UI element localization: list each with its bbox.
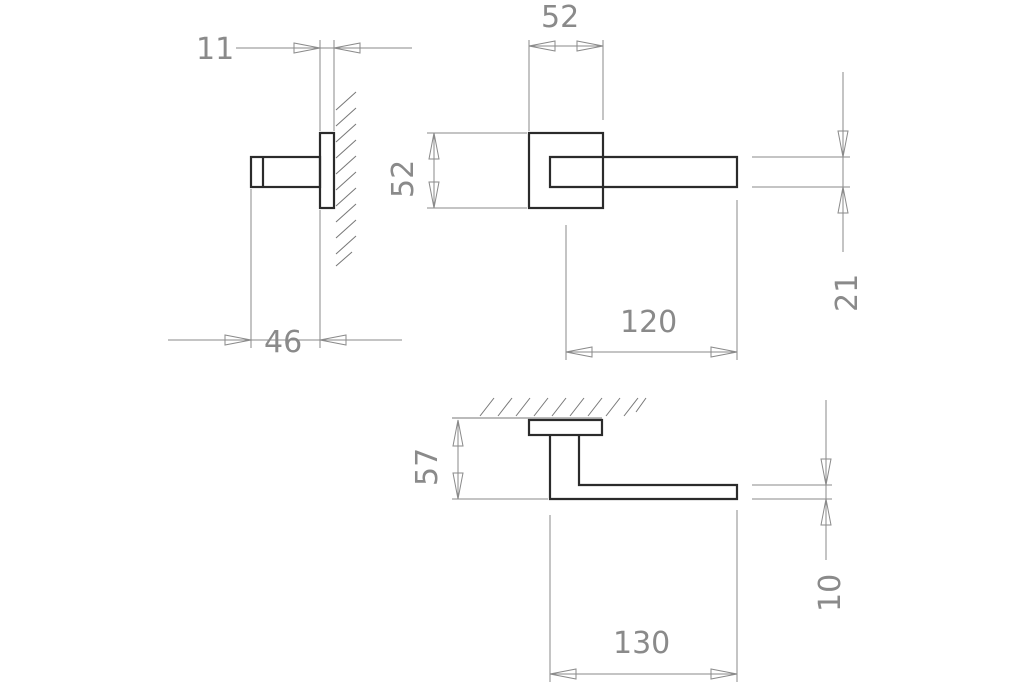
dim-label-11: 11 — [196, 32, 234, 67]
dim-side-depth — [168, 189, 402, 348]
side-view: 11 46 — [168, 32, 412, 360]
front-rose — [527, 131, 605, 210]
side-lever-profile — [249, 155, 322, 189]
side-rose-profile — [318, 131, 336, 210]
top-view: 57 130 10 — [410, 397, 848, 682]
dim-front-lever-height — [752, 72, 850, 252]
top-lever — [548, 435, 739, 501]
dim-label-10: 10 — [813, 574, 848, 612]
front-view: 52 52 120 21 — [386, 0, 865, 360]
dim-top-lever-thickness — [752, 400, 832, 560]
dim-top-lever-length — [549, 510, 738, 682]
top-wall-hatch — [452, 397, 647, 419]
top-rose — [527, 418, 604, 437]
side-wall-hatch — [335, 91, 357, 267]
dim-side-rose-thickness — [236, 40, 412, 131]
dim-label-52-width: 52 — [541, 0, 579, 35]
dim-front-rose-height — [427, 132, 527, 209]
dim-label-120: 120 — [620, 305, 677, 340]
dim-front-rose-width — [528, 40, 604, 131]
dim-front-lever-length — [565, 200, 738, 360]
dim-label-57: 57 — [410, 448, 445, 486]
dim-label-21: 21 — [830, 274, 865, 312]
dim-label-46: 46 — [264, 325, 302, 360]
dim-label-52-height: 52 — [386, 160, 421, 198]
dim-label-130: 130 — [613, 626, 670, 661]
front-lever — [548, 155, 739, 189]
dim-top-projection — [452, 419, 548, 500]
